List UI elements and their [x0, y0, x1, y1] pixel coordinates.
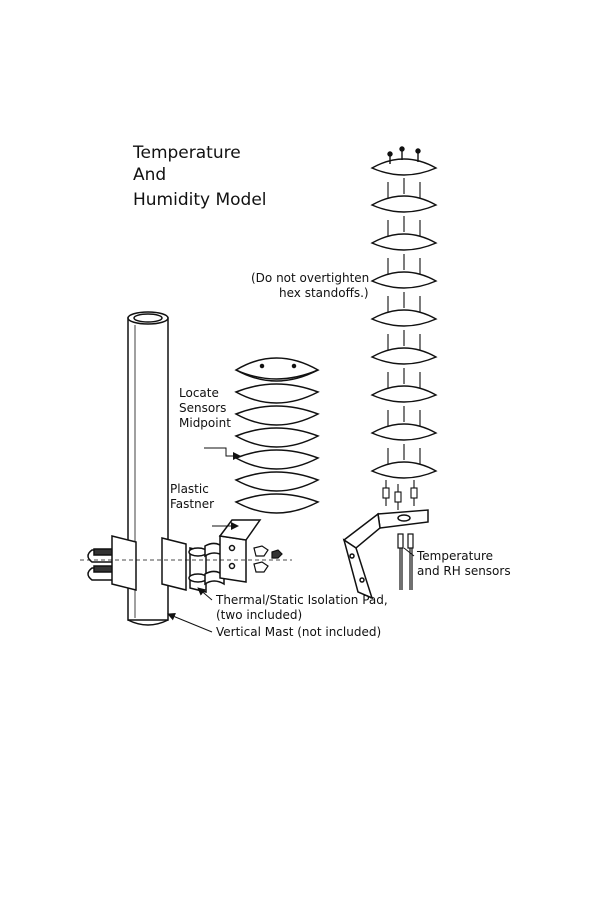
- title-line-3: Humidity Model: [133, 190, 267, 210]
- sensors-label-line-1: Temperature: [417, 549, 494, 563]
- vertical-mast-label: Vertical Mast (not included): [216, 625, 382, 639]
- isolation-pad-label-line-2: (two included): [216, 608, 303, 622]
- title-line-2: And: [133, 165, 167, 185]
- sensor-bracket: [342, 509, 429, 600]
- mounting-bracket: [218, 519, 262, 583]
- overtighten-note-line-2: hex standoffs.): [279, 286, 369, 300]
- isolation-pads: [161, 537, 225, 593]
- overtighten-note-line-1: (Do not overtighten: [251, 271, 370, 285]
- sensors-label-line-2: and RH sensors: [417, 564, 511, 578]
- locate-label-line-1: Locate: [179, 386, 219, 400]
- locate-label-line-2: Sensors: [179, 401, 227, 415]
- plastic-fastner-line-1: Plastic: [170, 482, 209, 496]
- assembled-shield: [234, 357, 320, 514]
- leader-lines: [167, 447, 415, 633]
- locate-label-line-3: Midpoint: [179, 416, 231, 430]
- title-line-1: Temperature: [133, 143, 241, 163]
- u-bolt: [87, 535, 137, 591]
- isolation-pad-label-line-1: Thermal/Static Isolation Pad,: [216, 593, 388, 607]
- temperature-rh-sensors: [397, 533, 414, 590]
- hex-nuts: [253, 545, 283, 573]
- exploded-shield-stack: [370, 146, 438, 510]
- plastic-fastner-line-2: Fastner: [170, 497, 215, 511]
